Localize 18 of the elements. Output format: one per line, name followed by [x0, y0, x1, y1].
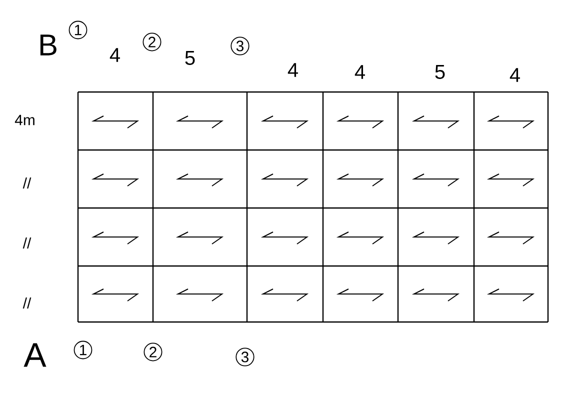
circled-number: 2: [144, 342, 162, 362]
label: 4: [110, 48, 120, 62]
label: //: [22, 178, 32, 188]
label: B: [40, 34, 56, 56]
circled-number: 2: [142, 32, 162, 52]
circled-number: 3: [236, 348, 254, 366]
circled-number: 1: [68, 20, 88, 40]
label: 4: [354, 65, 365, 79]
label: 5: [185, 51, 195, 65]
circled-number: 1: [74, 340, 92, 360]
label: 4: [288, 63, 298, 77]
label: A: [24, 343, 46, 367]
circled-number: 3: [230, 36, 250, 56]
label: 4m: [14, 114, 34, 126]
label: //: [22, 298, 32, 308]
label: 5: [435, 65, 445, 79]
label: 4: [510, 68, 520, 82]
label: //: [22, 238, 32, 248]
